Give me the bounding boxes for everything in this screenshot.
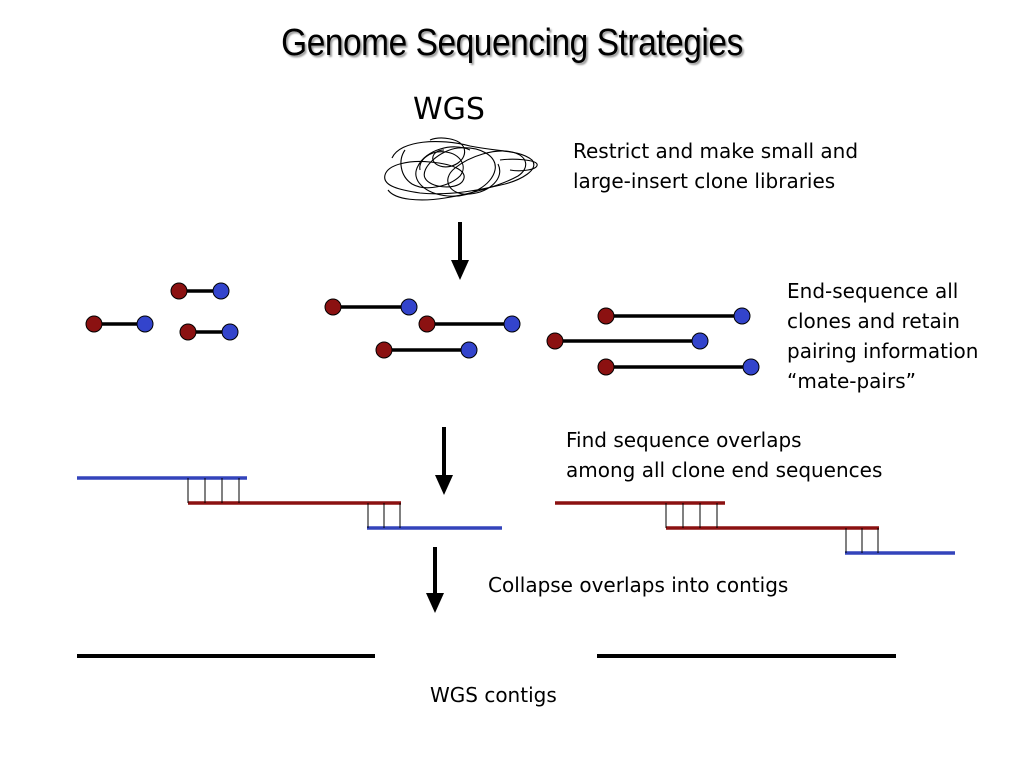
mate-pair-clone [418,315,521,333]
wgs-label: WGS [413,92,485,127]
overlap-group-right [555,501,955,555]
step-restrict-label: Restrict and make small and large-insert… [573,136,858,196]
mate-pair-clones [85,282,760,376]
mate-pair-clone [375,341,478,359]
overlap-match-lines [665,503,879,553]
step-end-sequence-line-4: “mate-pairs” [787,369,916,393]
down-arrow-icon [435,427,453,495]
contigs-label-text: WGS contigs [430,683,557,707]
step-find-overlaps-line-1: Find sequence overlaps [566,428,802,452]
genomic-dna-tangle-icon [384,137,538,201]
mate-pair-clone [597,358,760,376]
mate-pair-clone [170,282,230,300]
step-end-sequence-line-1: End-sequence all [787,279,959,303]
contigs-label: WGS contigs [430,680,557,710]
step-find-overlaps-line-2: among all clone end sequences [566,458,883,482]
step-collapse-label: Collapse overlaps into contigs [488,570,788,600]
step-end-sequence-line-3: pairing information [787,339,979,363]
mate-pair-clone [179,323,239,341]
step-collapse-line: Collapse overlaps into contigs [488,573,789,597]
mate-pair-clone [597,307,751,325]
page-title: Genome Sequencing Strategies [281,22,743,64]
step-end-sequence-line-2: clones and retain [787,309,960,333]
mate-pair-clone [324,298,418,316]
down-arrow-icon [426,547,444,613]
overlap-group-left [77,476,502,530]
mate-pair-clone [85,315,154,333]
down-arrow-icon [451,222,469,280]
step-find-overlaps-label: Find sequence overlaps among all clone e… [566,425,882,485]
step-restrict-line-2: large-insert clone libraries [573,169,836,193]
mate-pair-clone [546,332,709,350]
step-end-sequence-label: End-sequence all clones and retain pairi… [787,276,978,396]
step-restrict-line-1: Restrict and make small and [573,139,859,163]
overlap-match-lines [187,478,401,528]
